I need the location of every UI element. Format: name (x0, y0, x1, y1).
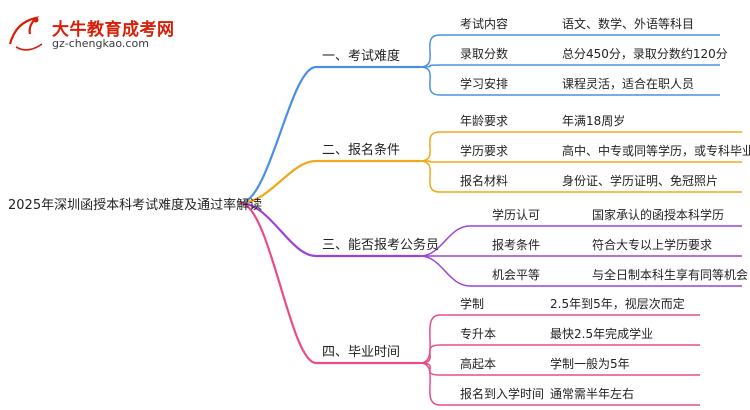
leaf-key: 考试内容 (460, 16, 508, 31)
leaf-connector (419, 255, 742, 287)
leaf-value: 与全日制本科生享有同等机会 (592, 267, 748, 282)
leaf-value: 语文、数学、外语等科目 (562, 16, 694, 31)
leaf-key: 机会平等 (492, 268, 540, 282)
leaf-value: 年满18周岁 (562, 113, 625, 128)
leaf-key: 专升本 (460, 326, 496, 341)
leaf-key: 报考条件 (492, 237, 540, 252)
leaf-connector (419, 362, 700, 406)
leaf-key: 录取分数 (460, 46, 508, 61)
leaf-value: 总分450分，录取分数约120分 (562, 46, 728, 61)
leaf-key: 高起本 (460, 356, 496, 371)
leaf-value: 符合大专以上学历要求 (592, 237, 712, 252)
leaf-key: 年龄要求 (460, 114, 508, 128)
leaf-value: 最快2.5年完成学业 (550, 326, 653, 341)
branch-label: 三、能否报考公务员 (322, 237, 439, 253)
branch-connector (239, 159, 420, 205)
leaf-key: 学习安排 (460, 76, 508, 91)
leaf-value: 课程灵活，适合在职人员 (562, 76, 694, 91)
branch-connector (239, 201, 420, 365)
leaf-connector (419, 34, 720, 68)
leaf-key: 学制 (460, 296, 484, 311)
leaf-key: 报名材料 (460, 173, 508, 188)
leaf-connector (419, 66, 720, 96)
leaf-value: 身份证、学历证明、免冠照片 (562, 173, 718, 188)
leaf-value: 学制一般为5年 (550, 356, 630, 371)
mind-map-connectors (239, 34, 742, 406)
leaf-connector (419, 160, 742, 163)
branch-label: 四、毕业时间 (322, 345, 400, 360)
logo-site-url: gz-chengkao.com (52, 37, 149, 50)
leaf-connector (419, 225, 742, 257)
site-logo[interactable]: 大牛教育成考网 gz-chengkao.com (6, 14, 196, 54)
branch-connector (239, 65, 420, 205)
leaf-connector (419, 131, 742, 162)
logo-brand-text: 大牛教育成考网 (52, 20, 175, 40)
leaf-connector (419, 314, 700, 364)
leaf-value: 2.5年到5年，视层次而定 (550, 296, 685, 311)
branch-label: 二、报名条件 (322, 142, 400, 158)
leaf-key: 报名到入学时间 (460, 386, 544, 401)
leaf-value: 高中、中专或同等学历，或专科毕业 (562, 143, 750, 158)
leaf-connector (419, 64, 720, 68)
leaf-connector (419, 344, 700, 364)
root-node-title: 2025年深圳函授本科考试难度及通过率解读 (8, 197, 262, 213)
leaf-connector (419, 160, 742, 193)
logo-badge-icon (8, 16, 43, 51)
leaf-value: 通常需半年左右 (550, 386, 634, 401)
branch-label: 一、考试难度 (322, 48, 400, 64)
leaf-key: 学历认可 (492, 207, 540, 222)
leaf-key: 学历要求 (460, 143, 508, 158)
branch-connector (239, 201, 420, 258)
leaf-value: 国家承认的函授本科学历 (592, 207, 724, 222)
